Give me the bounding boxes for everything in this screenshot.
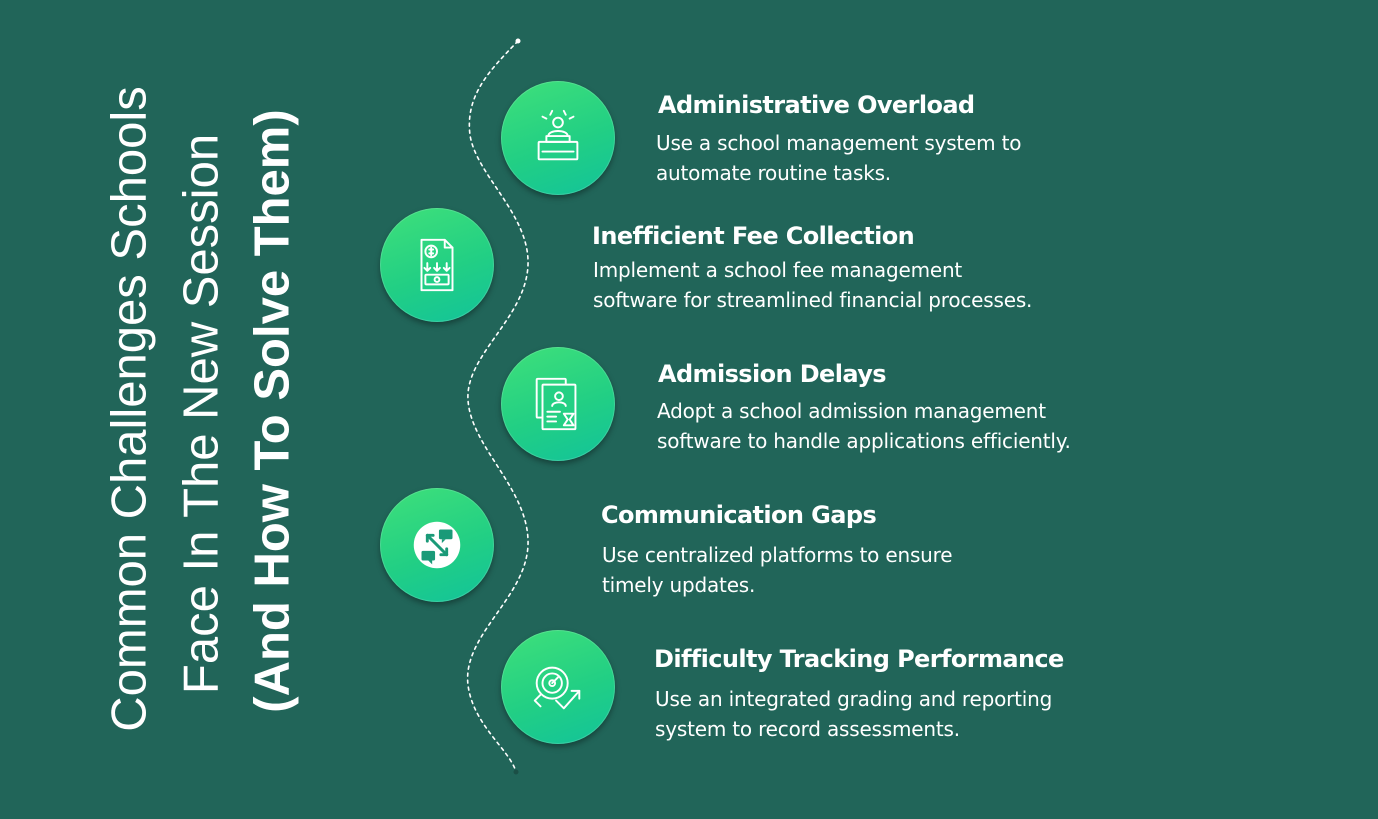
item-3-title: Admission Delays bbox=[658, 360, 887, 388]
item-3-desc-line-2: software to handle applications efficien… bbox=[657, 429, 1071, 453]
item-4-desc-line-2: timely updates. bbox=[602, 573, 756, 597]
item-4-desc-line-1: Use centralized platforms to ensure bbox=[602, 543, 953, 567]
title-line-3: (And How To Solve Them) bbox=[245, 109, 300, 713]
item-4-title: Communication Gaps bbox=[601, 501, 877, 529]
item-3-desc-line-1: Adopt a school admission management bbox=[657, 399, 1046, 423]
item-1-desc-line-2: automate routine tasks. bbox=[656, 161, 891, 185]
item-2-description: Implement a school fee management softwa… bbox=[593, 255, 1032, 315]
item-1-desc-line-1: Use a school management system to bbox=[656, 131, 1022, 155]
item-5-desc-line-1: Use an integrated grading and reporting bbox=[655, 687, 1053, 711]
item-1-circle bbox=[501, 81, 615, 195]
title-line-1: Common Challenges Schools bbox=[102, 86, 157, 732]
communication-icon bbox=[413, 521, 461, 569]
item-1-description: Use a school management system to automa… bbox=[656, 128, 1021, 188]
item-5-description: Use an integrated grading and reporting … bbox=[655, 684, 1052, 744]
fee-document-icon bbox=[420, 238, 454, 292]
item-3-description: Adopt a school admission management soft… bbox=[657, 396, 1071, 456]
item-3-circle bbox=[501, 347, 615, 461]
item-2-desc-line-2: software for streamlined financial proce… bbox=[593, 288, 1033, 312]
administration-icon bbox=[537, 109, 579, 161]
admission-document-icon bbox=[535, 377, 577, 431]
item-2-circle bbox=[380, 208, 494, 322]
item-5-title: Difficulty Tracking Performance bbox=[654, 645, 1064, 673]
item-5-desc-line-2: system to record assessments. bbox=[655, 717, 960, 741]
item-4-description: Use centralized platforms to ensure time… bbox=[602, 540, 953, 600]
item-1-title: Administrative Overload bbox=[658, 91, 975, 119]
item-2-title: Inefficient Fee Collection bbox=[592, 222, 915, 250]
performance-tracking-icon bbox=[533, 666, 581, 710]
title-line-2: Face In The New Session bbox=[174, 133, 229, 695]
item-5-circle bbox=[501, 630, 615, 744]
item-2-desc-line-1: Implement a school fee management bbox=[593, 258, 963, 282]
item-4-circle bbox=[380, 488, 494, 602]
